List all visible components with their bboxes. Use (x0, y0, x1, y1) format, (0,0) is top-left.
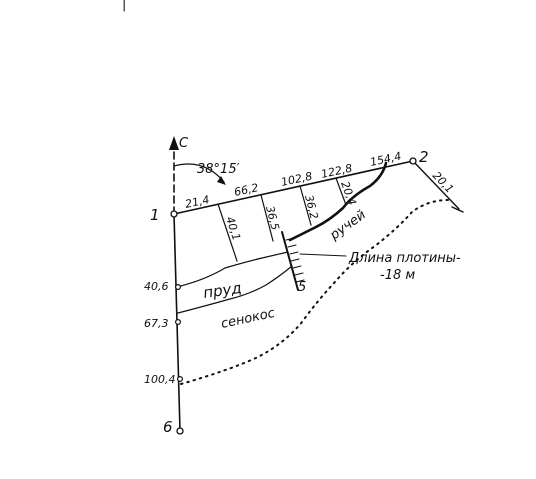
pond-boundary-lower (177, 265, 293, 314)
north-arrow-head-icon (169, 136, 179, 150)
dist-154-4: 154,4 (369, 150, 403, 169)
baseline-distances: 21,4 66,2 102,8 122,8 154,4 (184, 150, 403, 211)
dist-122-8: 122,8 (320, 162, 354, 181)
stream-label: ручей (327, 208, 369, 244)
points (170, 157, 417, 435)
offset-lines (217, 177, 347, 262)
baseline-1-2 (173, 160, 414, 215)
side-100-4: 100,4 (144, 373, 176, 386)
point-1-marker (170, 210, 178, 218)
north-arrow (169, 136, 179, 215)
angle-arc-arrow-icon (217, 176, 226, 185)
side-67-3: 67,3 (144, 317, 169, 330)
north-label: С (179, 136, 189, 151)
meadow-label: сенокос (220, 306, 276, 332)
point-5-label: 5 (298, 280, 306, 295)
dam-leader (299, 253, 347, 257)
line-2-right (412, 160, 460, 210)
pond-label: пруд (202, 279, 243, 302)
dist-66-2: 66,2 (233, 181, 260, 199)
side-40-6: 40,6 (144, 280, 169, 293)
top-mark: | (122, 0, 126, 12)
dam-label-line2: -18 м (380, 268, 415, 283)
point-2-label: 2 (419, 148, 429, 166)
point-6-marker (176, 427, 184, 435)
point-2-marker (409, 157, 417, 165)
point-1-label: 1 (150, 206, 160, 224)
dist-21-4: 21,4 (184, 193, 211, 211)
dist-102-8: 102,8 (280, 170, 314, 189)
pond-boundary-upper (176, 251, 289, 288)
dam (281, 231, 305, 291)
point-6-label: 6 (163, 418, 173, 436)
offset-36-2: 36,2 (302, 194, 321, 221)
side-distances: 40,6 67,3 100,4 (144, 280, 176, 386)
offset-36-5: 36,5 (263, 205, 282, 232)
stream-line (288, 161, 388, 242)
dam-label-line1: Длина плотины- (348, 251, 461, 266)
meadow-boundary (180, 199, 449, 385)
angle-label: 38°15′ (197, 162, 240, 177)
